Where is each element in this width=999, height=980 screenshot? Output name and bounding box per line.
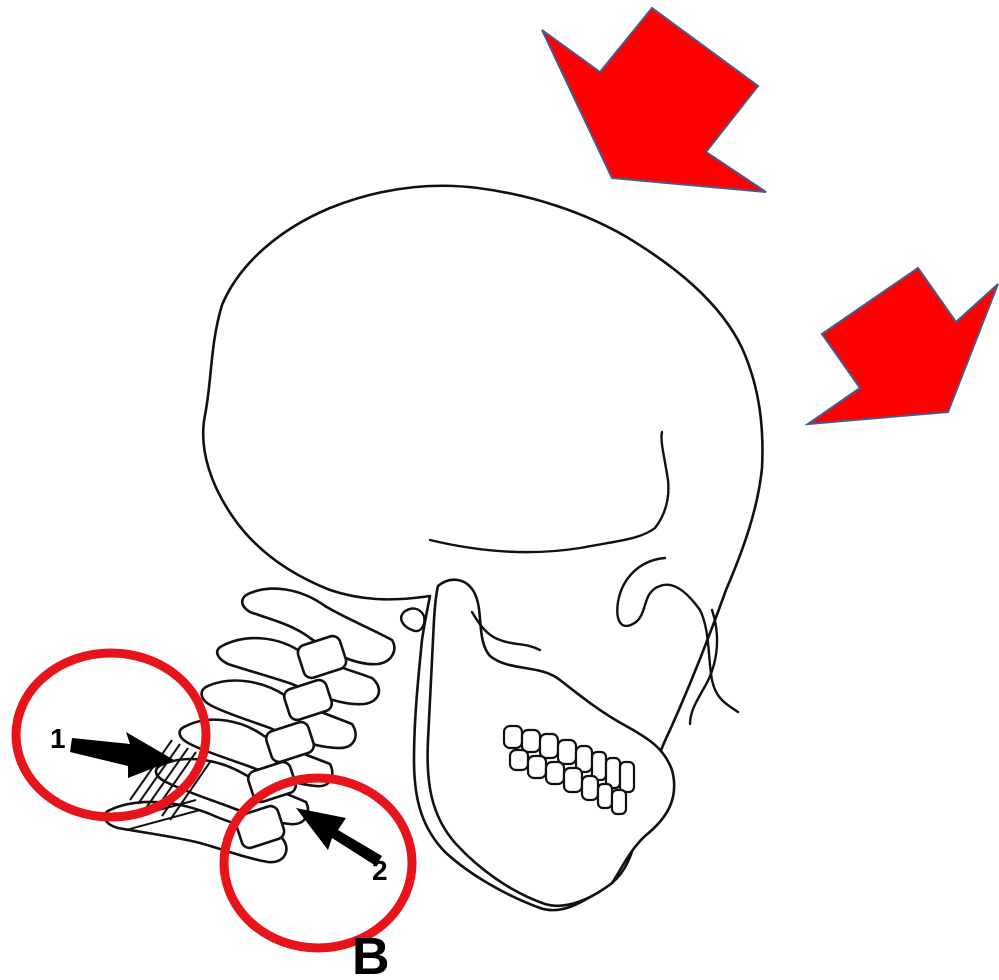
black-pointer-arrow-icon-2 xyxy=(296,808,382,866)
red-block-arrow-icon-lower xyxy=(808,268,998,424)
red-circle-highlight-1 xyxy=(16,653,206,817)
red-block-arrow-icon-upper xyxy=(542,8,766,192)
marker-label-2: 2 xyxy=(372,855,388,886)
figure-letter-label: B xyxy=(352,928,390,980)
mastoid-process xyxy=(401,609,424,632)
cervical-spine xyxy=(104,589,394,863)
marker-label-1: 1 xyxy=(50,723,66,754)
